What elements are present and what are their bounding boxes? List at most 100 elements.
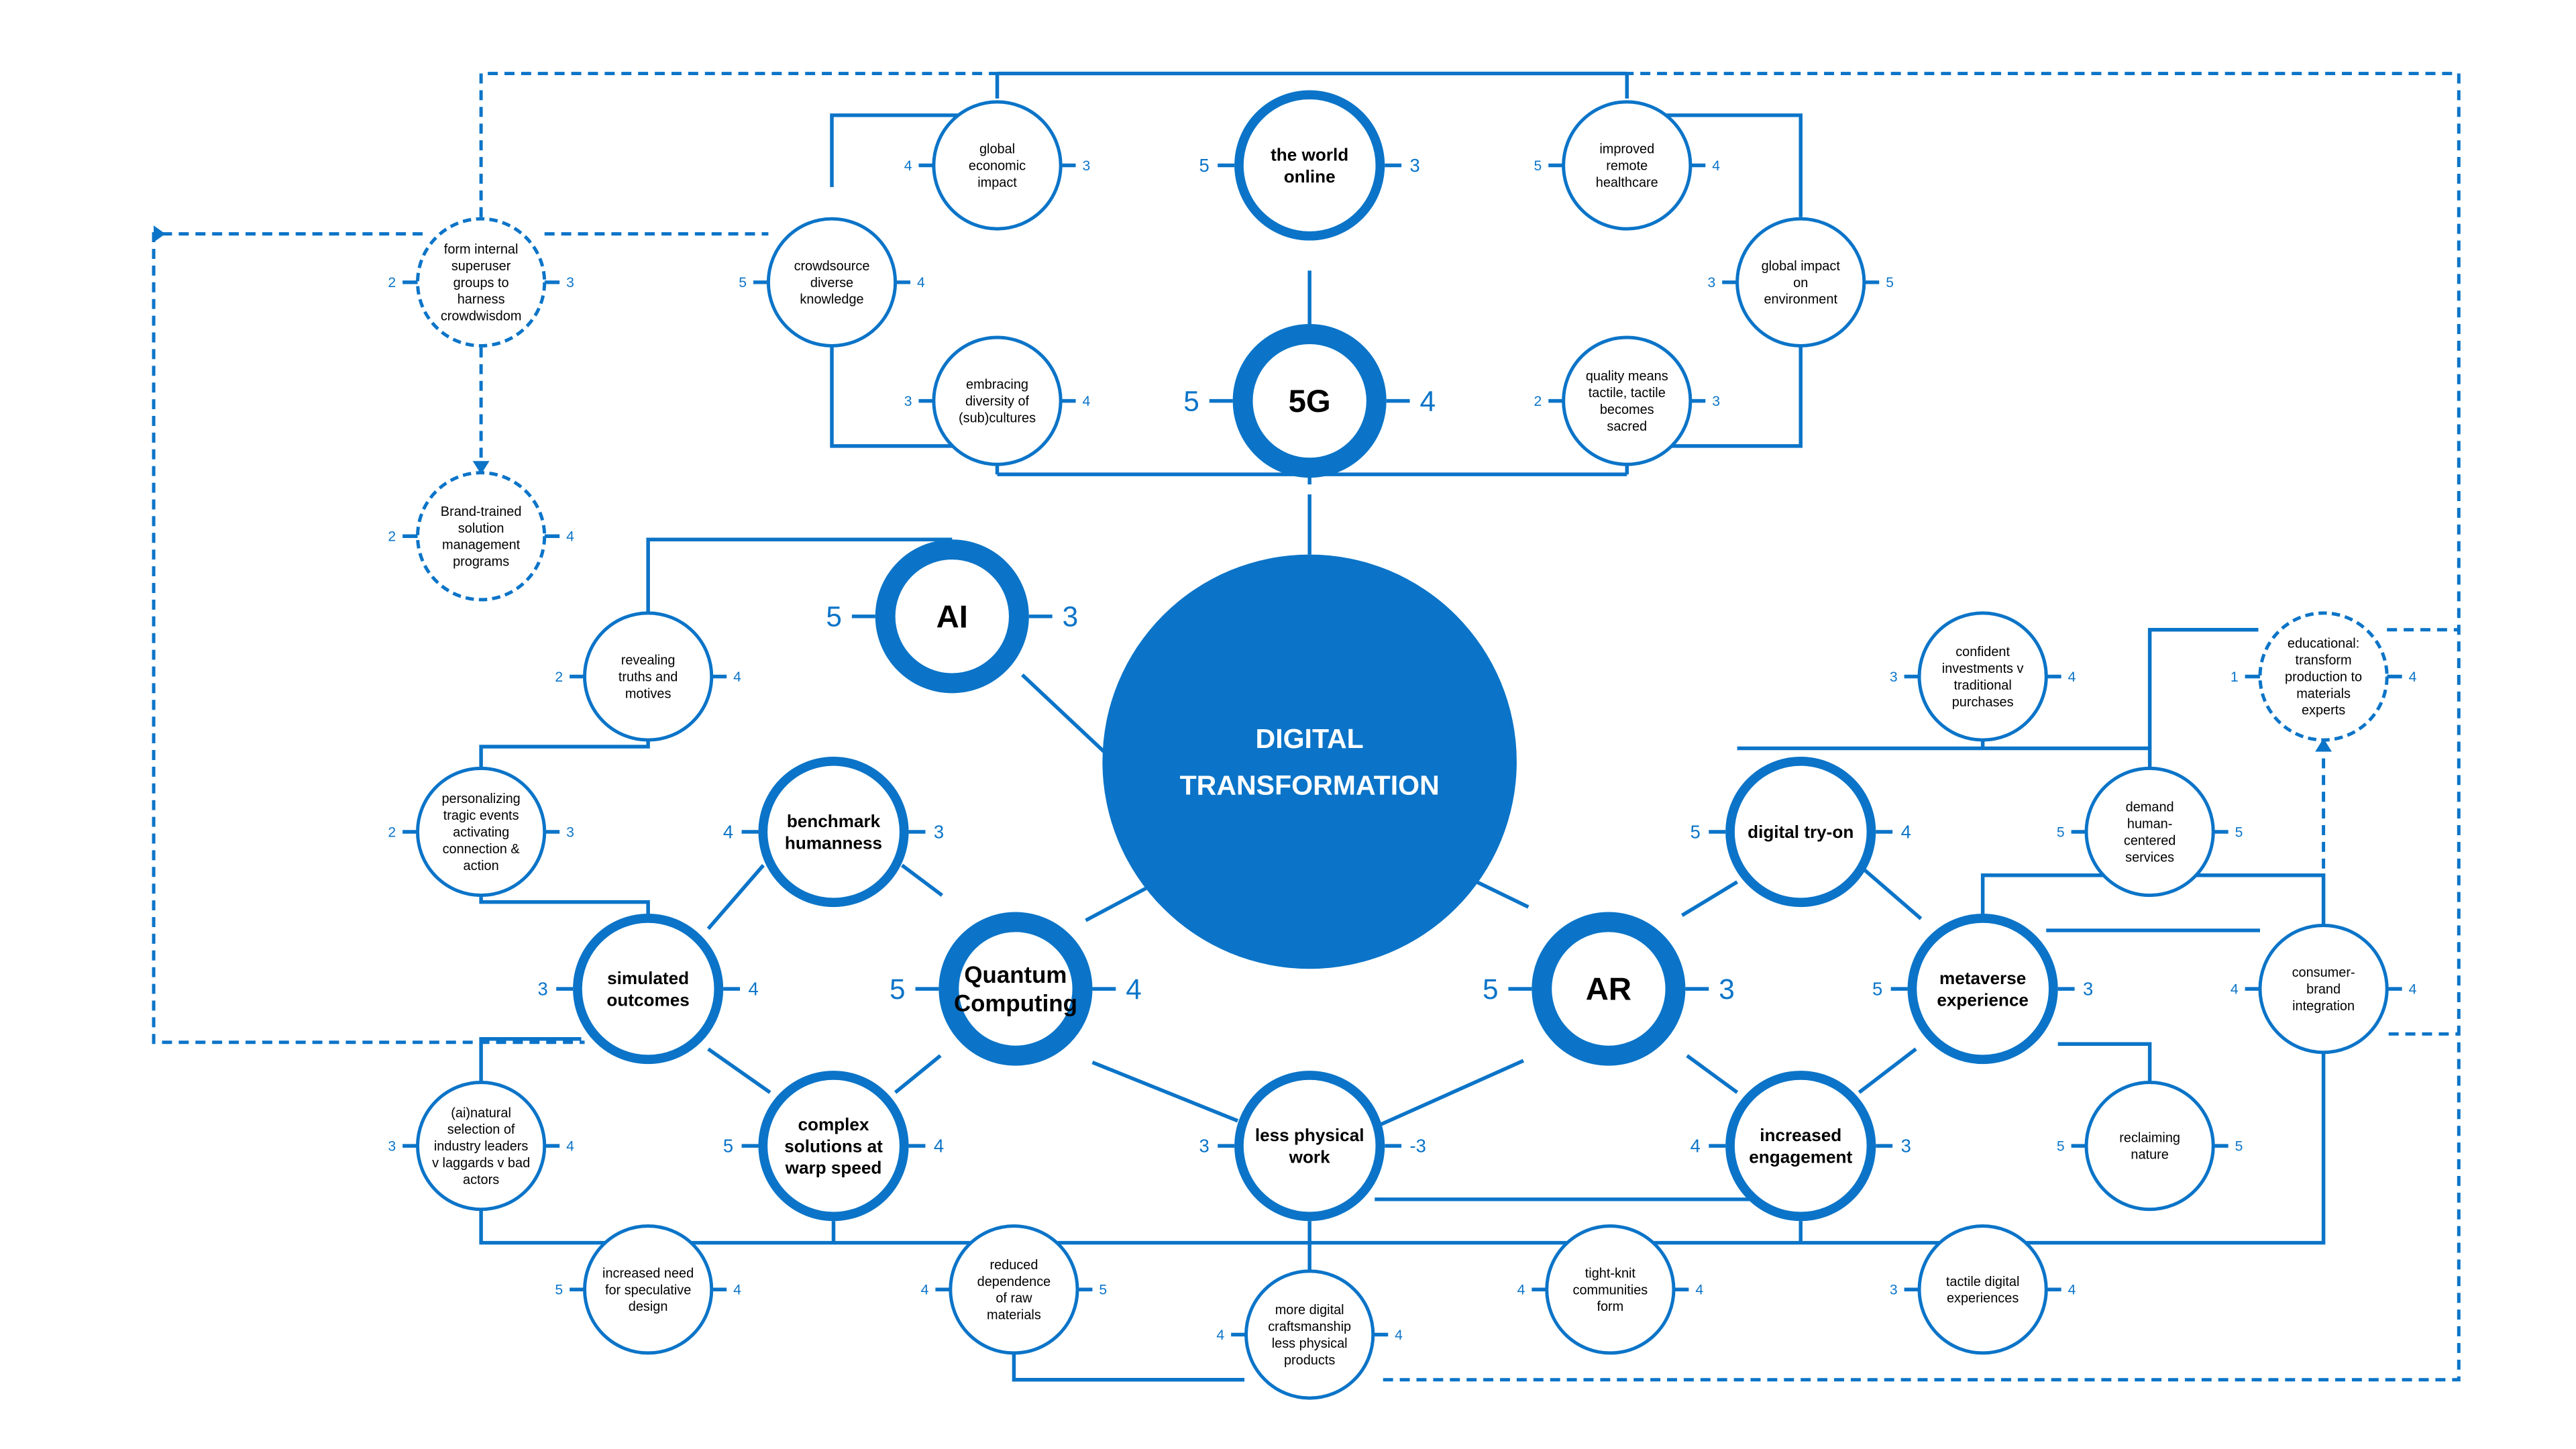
right-score: -3 — [1410, 1136, 1426, 1157]
right-score: 4 — [2409, 669, 2417, 685]
left-score: 3 — [1199, 1136, 1210, 1157]
right-score: 4 — [566, 529, 574, 545]
right-score: 4 — [733, 669, 741, 685]
left-score: 5 — [1483, 973, 1499, 1005]
node-label: digital try-on — [1748, 822, 1854, 842]
left-score: 5 — [1199, 155, 1210, 176]
right-score: 3 — [1410, 155, 1420, 176]
right-score: 3 — [1712, 394, 1720, 409]
right-score: 4 — [1901, 822, 1911, 843]
right-score: 4 — [749, 979, 759, 1000]
left-score: 5 — [1690, 822, 1701, 843]
right-score: 4 — [2068, 669, 2076, 685]
left-score: 4 — [1690, 1136, 1701, 1157]
right-score: 5 — [1099, 1283, 1107, 1298]
left-score: 5 — [826, 601, 842, 633]
left-score: 3 — [1890, 1283, 1898, 1298]
right-score: 3 — [1083, 158, 1091, 174]
left-score: 5 — [1534, 158, 1542, 174]
right-score: 3 — [2083, 979, 2093, 1000]
right-score: 4 — [1695, 1283, 1703, 1298]
right-score: 4 — [917, 275, 925, 290]
right-score: 3 — [566, 824, 574, 840]
left-score: 3 — [388, 1139, 396, 1155]
left-score: 2 — [555, 669, 563, 685]
bold-node-tryon: 5 4 digital try-on — [1690, 756, 1911, 908]
right-score: 4 — [934, 1136, 944, 1157]
left-score: 5 — [723, 1136, 733, 1157]
hub-label: 5G — [1289, 384, 1331, 419]
right-score: 5 — [2235, 1139, 2243, 1155]
left-score: 1 — [2231, 669, 2239, 685]
left-score: 3 — [1890, 669, 1898, 685]
left-score: 4 — [1216, 1328, 1224, 1343]
right-score: 4 — [2409, 981, 2417, 997]
right-score: 4 — [1395, 1328, 1403, 1343]
left-score: 5 — [555, 1283, 563, 1298]
left-score: 5 — [2057, 1139, 2065, 1155]
hub-label: AI — [936, 599, 968, 635]
left-score: 5 — [1872, 979, 1882, 1000]
left-score: 3 — [1707, 275, 1715, 290]
right-score: 3 — [566, 275, 574, 290]
left-score: 5 — [1183, 385, 1199, 417]
right-score: 4 — [566, 1139, 574, 1155]
left-score: 5 — [2057, 824, 2065, 840]
right-score: 3 — [1901, 1136, 1911, 1157]
hub-label: AR — [1586, 972, 1631, 1008]
right-score: 4 — [2068, 1283, 2076, 1298]
left-score: 3 — [904, 394, 912, 409]
right-score: 4 — [1126, 973, 1142, 1005]
left-score: 4 — [1517, 1283, 1525, 1298]
left-score: 2 — [1534, 394, 1542, 409]
left-score: 4 — [904, 158, 912, 174]
